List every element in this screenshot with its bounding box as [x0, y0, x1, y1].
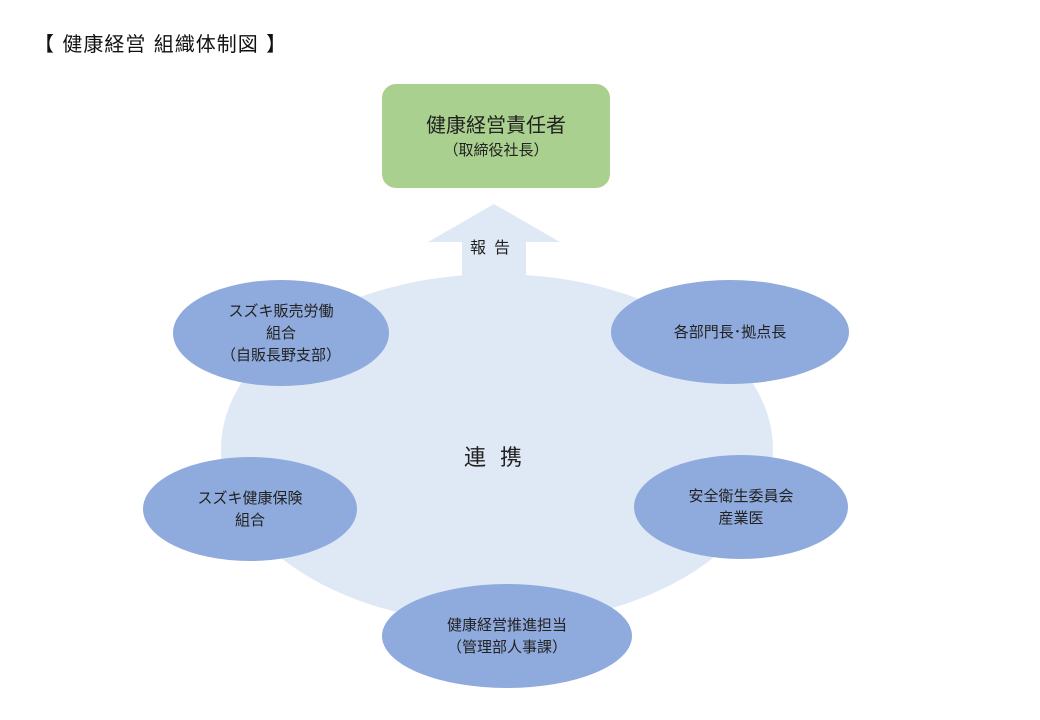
node-line: 各部門長･拠点長: [673, 323, 787, 341]
node-line: スズキ健康保険: [197, 489, 303, 507]
labor-union-node: スズキ販売労働 組合 （自販長野支部）: [173, 280, 389, 386]
node-line: 産業医: [718, 509, 764, 527]
page-title: 【 健康経営 組織体制図 】: [34, 32, 288, 56]
health-insurance-node: スズキ健康保険 組合: [143, 457, 357, 561]
node-line: 安全衛生委員会: [688, 487, 794, 505]
node-line: （管理部人事課）: [446, 638, 567, 656]
officer-subtitle: （取締役社長）: [443, 141, 549, 159]
report-arrow: [428, 204, 560, 276]
health-management-officer-box: 健康経営責任者 （取締役社長）: [382, 84, 610, 188]
node-line: （自販長野支部）: [220, 346, 341, 364]
safety-committee-node: 安全衛生委員会 産業医: [634, 455, 848, 559]
report-label: 報告: [469, 238, 518, 257]
promotion-staff-node: 健康経営推進担当 （管理部人事課）: [382, 584, 632, 688]
collaboration-label: 連携: [463, 446, 536, 471]
node-line: 組合: [234, 511, 265, 529]
officer-title: 健康経営責任者: [426, 113, 566, 137]
node-line: スズキ販売労働: [228, 302, 334, 320]
node-line: 健康経営推進担当: [446, 616, 567, 634]
node-line: 組合: [265, 324, 296, 342]
department-heads-node: 各部門長･拠点長: [611, 280, 849, 384]
